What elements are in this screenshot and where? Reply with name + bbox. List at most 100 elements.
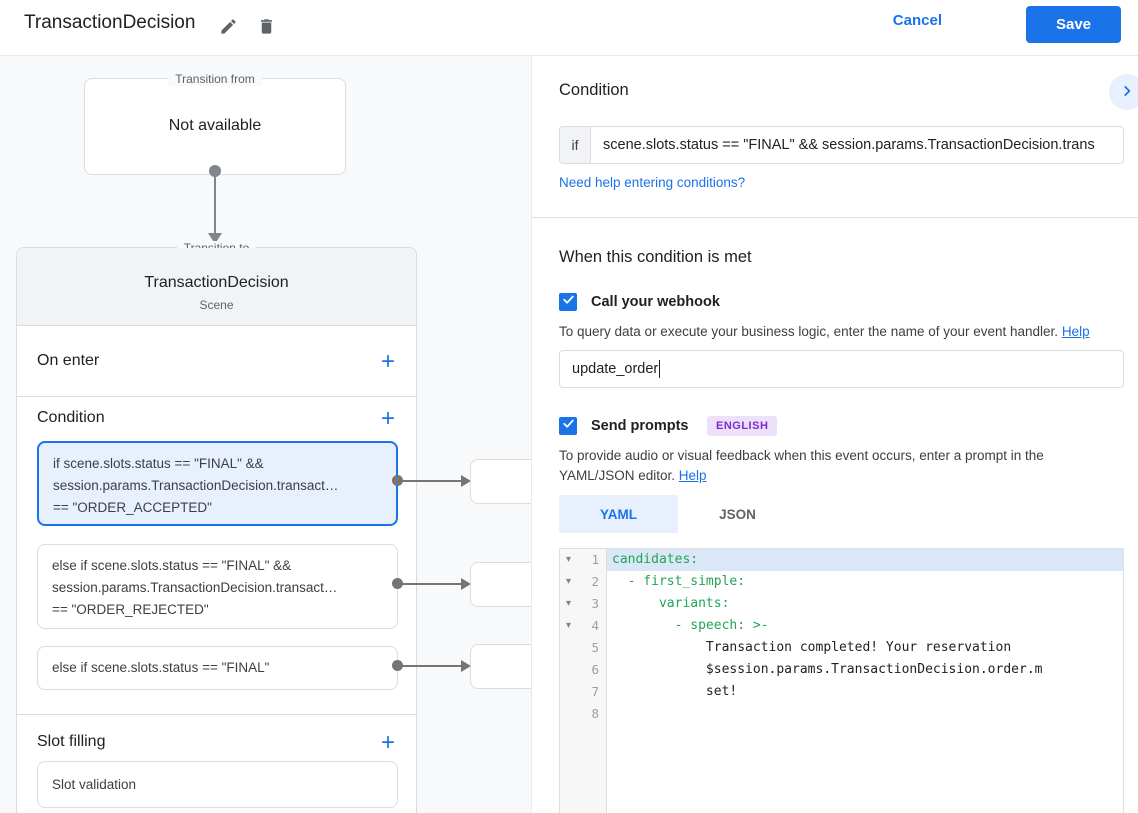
code-text: - first_simple: (607, 571, 1123, 593)
yaml-plain: $session.params.TransactionDecision.orde… (612, 662, 1043, 677)
yaml-key: candidates: (612, 552, 699, 567)
text-caret (659, 360, 661, 378)
line-number: 4 (591, 618, 599, 633)
add-icon: + (380, 348, 395, 375)
add-on-enter-button[interactable]: + (374, 348, 402, 376)
condition-card-final[interactable]: else if scene.slots.status == "FINAL" (37, 646, 398, 690)
add-slot-button[interactable]: + (374, 729, 402, 757)
transition-target-box[interactable] (470, 459, 531, 504)
editor-line[interactable]: 5 Transaction completed! Your reservatio… (560, 637, 1123, 659)
prompts-help-link[interactable]: Help (678, 468, 707, 483)
arrow-line (214, 171, 216, 234)
condition-line: session.params.TransactionDecision.trans… (53, 478, 339, 493)
add-condition-button[interactable]: + (374, 405, 402, 433)
edit-button[interactable] (212, 12, 244, 44)
condition-card-accepted[interactable]: if scene.slots.status == "FINAL" && sess… (37, 441, 398, 526)
panel-divider (532, 217, 1138, 218)
condition-line: == "ORDER_ACCEPTED" (53, 500, 212, 515)
transition-target-box[interactable] (470, 644, 531, 689)
condition-label: Condition (37, 409, 105, 426)
condition-expression-input[interactable]: if scene.slots.status == "FINAL" && sess… (559, 126, 1124, 164)
condition-card-rejected[interactable]: else if scene.slots.status == "FINAL" &&… (37, 544, 398, 629)
fold-icon[interactable]: ▾ (565, 598, 572, 609)
slot-filling-label: Slot filling (37, 733, 106, 750)
tab-json[interactable]: JSON (678, 495, 797, 533)
scene-subtitle: Scene (199, 298, 234, 312)
yaml-key: - speech: >- (612, 618, 769, 633)
code-text: variants: (607, 593, 1123, 615)
language-badge: ENGLISH (707, 416, 778, 436)
transition-target-box[interactable] (470, 562, 531, 607)
scene-graph-canvas: Transition from Not available Transition… (0, 56, 531, 813)
editor-line[interactable]: ▾ 4 - speech: >- (560, 615, 1123, 637)
fold-spacer (560, 703, 577, 725)
webhook-description: To query data or execute your business l… (559, 322, 1121, 342)
editor-line[interactable]: 8 (560, 703, 1123, 725)
yaml-key: variants: (612, 596, 730, 611)
arrow-down-icon (208, 233, 222, 244)
editor-line[interactable]: ▾ 1 candidates: (560, 549, 1123, 571)
condition-expression-value: scene.slots.status == "FINAL" && session… (603, 137, 1095, 153)
line-number: 5 (591, 640, 599, 655)
send-prompts-checkbox[interactable] (559, 417, 577, 435)
scene-title: TransactionDecision (144, 274, 289, 291)
fold-icon[interactable]: ▾ (565, 554, 572, 565)
event-handler-input[interactable]: update_order (559, 350, 1124, 388)
condition-line: if scene.slots.status == "FINAL" && (53, 456, 264, 471)
check-icon (562, 417, 575, 435)
fold-icon[interactable]: ▾ (565, 620, 572, 631)
condition-line: session.params.TransactionDecision.trans… (52, 580, 338, 595)
editor-line[interactable]: ▾ 3 variants: (560, 593, 1123, 615)
editor-line[interactable]: ▾ 2 - first_simple: (560, 571, 1123, 593)
fold-spacer (560, 681, 577, 703)
code-text: set! (607, 681, 1123, 703)
condition-help-link[interactable]: Need help entering conditions? (559, 175, 746, 190)
transition-from-legend: Transition from (168, 72, 262, 86)
pencil-icon (219, 17, 238, 39)
connector-line (397, 665, 461, 667)
condition-line: else if scene.slots.status == "FINAL" (52, 660, 270, 675)
section-divider (17, 714, 416, 715)
slot-card-label: Slot validation (52, 777, 137, 792)
fold-icon[interactable]: ▾ (565, 576, 572, 587)
transition-from-text: Not available (168, 117, 262, 134)
arrow-right-icon (461, 475, 471, 487)
when-met-title: When this condition is met (559, 248, 752, 266)
send-prompts-label: Send prompts (591, 418, 689, 434)
webhook-label: Call your webhook (591, 294, 720, 310)
line-number: 3 (591, 596, 599, 611)
webhook-checkbox[interactable] (559, 293, 577, 311)
tab-yaml[interactable]: YAML (559, 495, 678, 533)
event-handler-value: update_order (572, 361, 659, 377)
chevron-right-icon (1120, 84, 1134, 101)
add-icon: + (380, 729, 395, 756)
panel-condition-title: Condition (559, 81, 629, 99)
page-title: TransactionDecision (24, 12, 196, 33)
connector-line (397, 480, 461, 482)
line-number: 6 (591, 662, 599, 677)
add-icon: + (380, 405, 395, 432)
top-bar: TransactionDecision Cancel Save (0, 0, 1138, 56)
code-text: candidates: (607, 549, 1123, 571)
editor-gutter (560, 549, 607, 813)
arrow-right-icon (461, 578, 471, 590)
trash-icon (257, 17, 276, 39)
condition-line: else if scene.slots.status == "FINAL" && (52, 558, 292, 573)
line-number: 1 (591, 552, 599, 567)
prompt-code-editor[interactable]: ▾ 1 candidates: ▾ 2 - first_simple: ▾ 3 … (559, 548, 1124, 813)
condition-detail-panel: Condition if scene.slots.status == "FINA… (531, 56, 1138, 813)
editor-line[interactable]: 7 set! (560, 681, 1123, 703)
fold-spacer (560, 637, 577, 659)
if-prefix: if (560, 127, 591, 163)
cancel-button[interactable]: Cancel (892, 12, 942, 29)
delete-button[interactable] (250, 12, 282, 44)
webhook-desc-text: To query data or execute your business l… (559, 324, 1062, 339)
editor-line[interactable]: 6 $session.params.TransactionDecision.or… (560, 659, 1123, 681)
slot-validation-card[interactable]: Slot validation (37, 761, 398, 808)
check-icon (562, 293, 575, 311)
code-text (607, 703, 1123, 725)
collapse-panel-button[interactable] (1109, 74, 1138, 110)
webhook-help-link[interactable]: Help (1061, 324, 1090, 339)
save-button[interactable]: Save (1026, 6, 1121, 43)
prompts-desc-text: To provide audio or visual feedback when… (559, 448, 1044, 483)
